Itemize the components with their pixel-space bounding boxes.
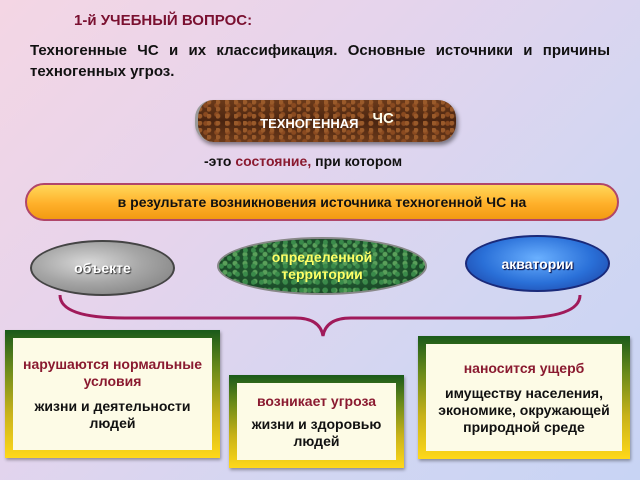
consequence-left-body: жизни и деятельности людей — [34, 398, 191, 431]
consequence-middle-heading: возникает угроза — [256, 393, 377, 409]
term-abbr: ЧС — [372, 109, 394, 127]
consequence-right-body: имуществу населения, экономике, окружающ… — [438, 384, 610, 435]
consequence-left-heading: нарушаются нормальные условия — [22, 356, 202, 389]
definition-highlight: состояние, — [235, 153, 312, 169]
brace-connector — [58, 294, 582, 337]
location-territory-label: определенной территории — [271, 249, 373, 282]
definition-suffix: при котором — [315, 153, 403, 169]
consequence-box-left: нарушаются нормальные условия жизни и де… — [5, 330, 220, 458]
location-water-label: акватории — [501, 255, 574, 272]
location-water-ellipse: акватории — [465, 235, 610, 292]
cause-bar-text: в результате возникновения источника тех… — [117, 194, 527, 210]
consequence-box-right: наносится ущерб имуществу населения, эко… — [418, 336, 630, 459]
location-object-label: объекте — [74, 260, 131, 276]
consequence-right-heading: наносится ущерб — [463, 359, 585, 376]
cause-bar: в результате возникновения источника тех… — [25, 183, 619, 221]
consequence-box-middle: возникает угроза жизни и здоровью людей — [229, 375, 404, 468]
term-label: ТЕХНОГЕННАЯ — [260, 115, 359, 131]
consequence-middle-body: жизни и здоровью людей — [251, 416, 382, 449]
location-object-ellipse: объекте — [30, 240, 175, 296]
location-territory-ellipse: определенной территории — [217, 237, 427, 295]
question-title: 1-й УЧЕБНЫЙ ВОПРОС: — [74, 12, 253, 29]
definition-line: -это состояние, при котором — [204, 153, 402, 169]
slide-subtitle: Техногенные ЧС и их классификация. Основ… — [30, 42, 610, 80]
definition-prefix: -это — [204, 153, 232, 169]
term-banner: ТЕХНОГЕННАЯ ЧС — [195, 100, 456, 142]
